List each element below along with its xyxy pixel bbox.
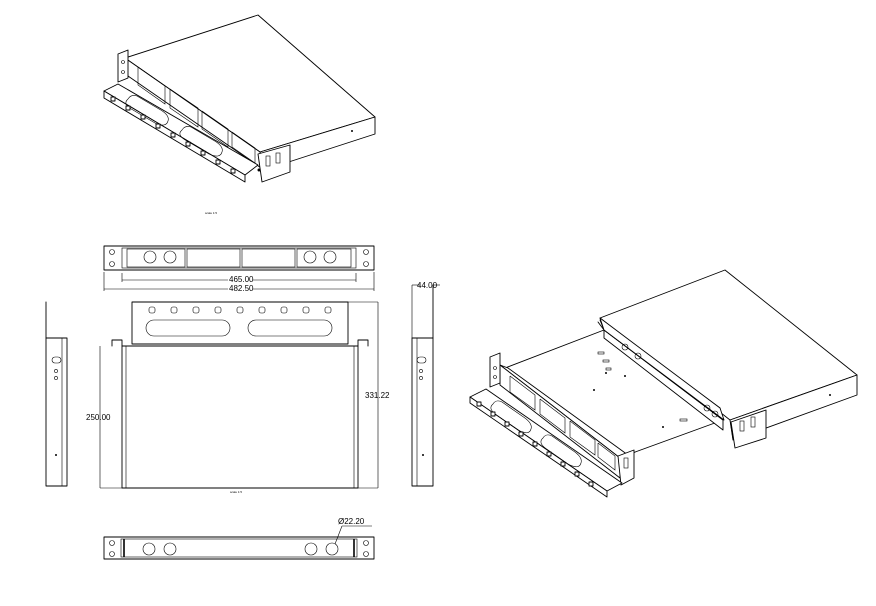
- rear-view: Ø22.20: [103, 517, 375, 560]
- dim-hole-diameter: Ø22.20: [338, 517, 365, 526]
- right-side-view: 44.00: [411, 281, 440, 487]
- dim-total-depth: 331.22: [365, 391, 390, 400]
- dim-outer-width: 482.50: [229, 284, 254, 293]
- dim-depth: 250.00: [86, 413, 111, 422]
- dim-inner-width: 465.00: [229, 275, 254, 284]
- dim-height: 44.00: [417, 281, 438, 290]
- front-view: 465.00 482.50: [103, 245, 375, 293]
- svg-text:scale 1:5: scale 1:5: [230, 490, 242, 494]
- left-side-view: [45, 301, 68, 487]
- svg-text:scale 1:5: scale 1:5: [205, 211, 217, 215]
- isometric-open-view: [469, 269, 858, 498]
- top-view: 250.00 331.22 scale 1:5: [86, 301, 390, 494]
- isometric-closed-view: scale 1:5: [103, 14, 376, 215]
